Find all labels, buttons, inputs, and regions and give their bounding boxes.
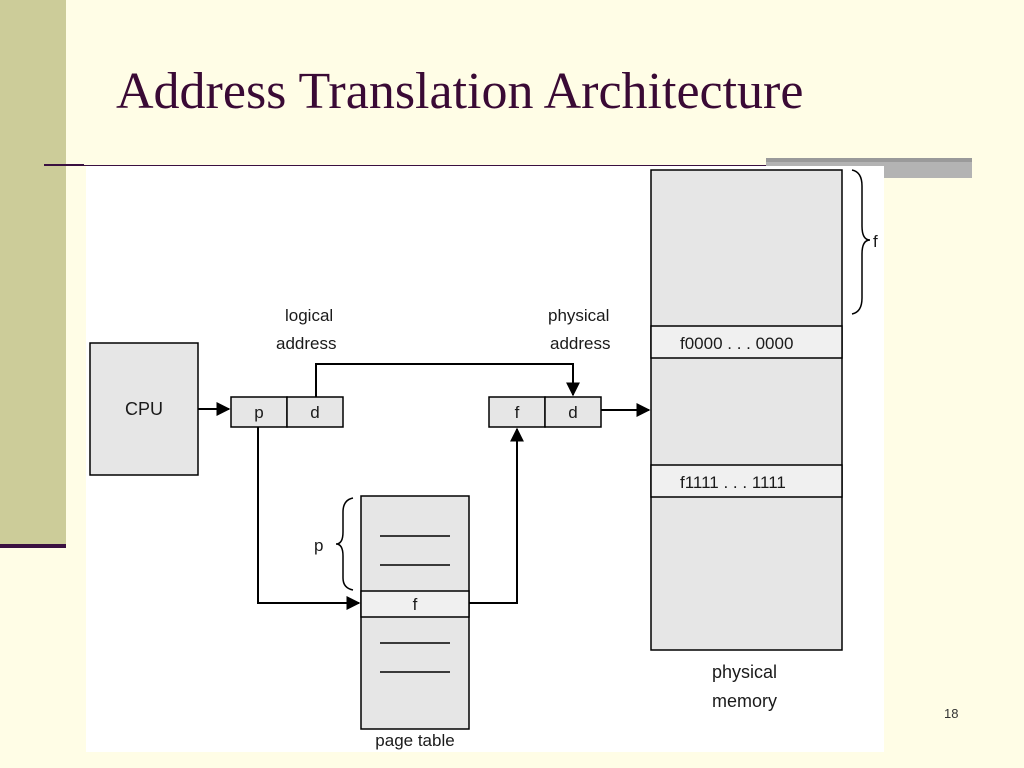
page-lookup-arrow [257, 427, 361, 610]
frame-start-row [650, 325, 843, 359]
decorative-bar-edge [766, 158, 972, 162]
physical-memory: f0000 . . . 0000 f1111 . . . 1111 physic… [650, 169, 878, 711]
page-brace-label: p [314, 536, 323, 555]
slide-title: Address Translation Architecture [116, 63, 804, 120]
frame-start-label: f0000 . . . 0000 [680, 334, 793, 353]
logical-address: logical address p d [230, 306, 344, 428]
page-number: 18 [944, 706, 959, 721]
physical-memory-block [650, 169, 843, 651]
physical-address-label-line1: physical [548, 306, 609, 325]
logical-p-label: p [254, 403, 263, 422]
offset-copy-arrow [315, 363, 580, 397]
cpu: CPU [89, 342, 199, 476]
page-table-entry-label: f [413, 595, 418, 614]
title-rule-accent [44, 164, 84, 166]
page-table: f page table p [314, 495, 470, 750]
frame-end-row [650, 464, 843, 498]
physical-memory-label-line2: memory [712, 691, 777, 711]
page-table-label: page table [375, 731, 454, 750]
physical-d-label: d [568, 403, 577, 422]
cpu-box [89, 342, 199, 476]
cpu-label: CPU [125, 399, 163, 419]
frame-brace [851, 169, 871, 315]
logical-address-label-line2: address [276, 334, 336, 353]
frame-brace-label: f [873, 232, 878, 251]
physical-f-label: f [515, 403, 520, 422]
physical-memory-label-line1: physical [712, 662, 777, 682]
logical-p-field [230, 396, 288, 428]
physical-address: physical address f d [488, 306, 610, 428]
physical-d-field [544, 396, 602, 428]
title-rule [84, 165, 774, 166]
side-band [0, 0, 66, 548]
logical-d-field [286, 396, 344, 428]
logical-address-label-line1: logical [285, 306, 333, 325]
logical-d-label: d [310, 403, 319, 422]
physical-address-label-line2: address [550, 334, 610, 353]
side-band-accent [0, 544, 66, 548]
frame-number-arrow [469, 427, 524, 604]
page-brace [335, 497, 354, 591]
frame-end-label: f1111 . . . 1111 [680, 473, 786, 492]
physical-f-field [488, 396, 546, 428]
